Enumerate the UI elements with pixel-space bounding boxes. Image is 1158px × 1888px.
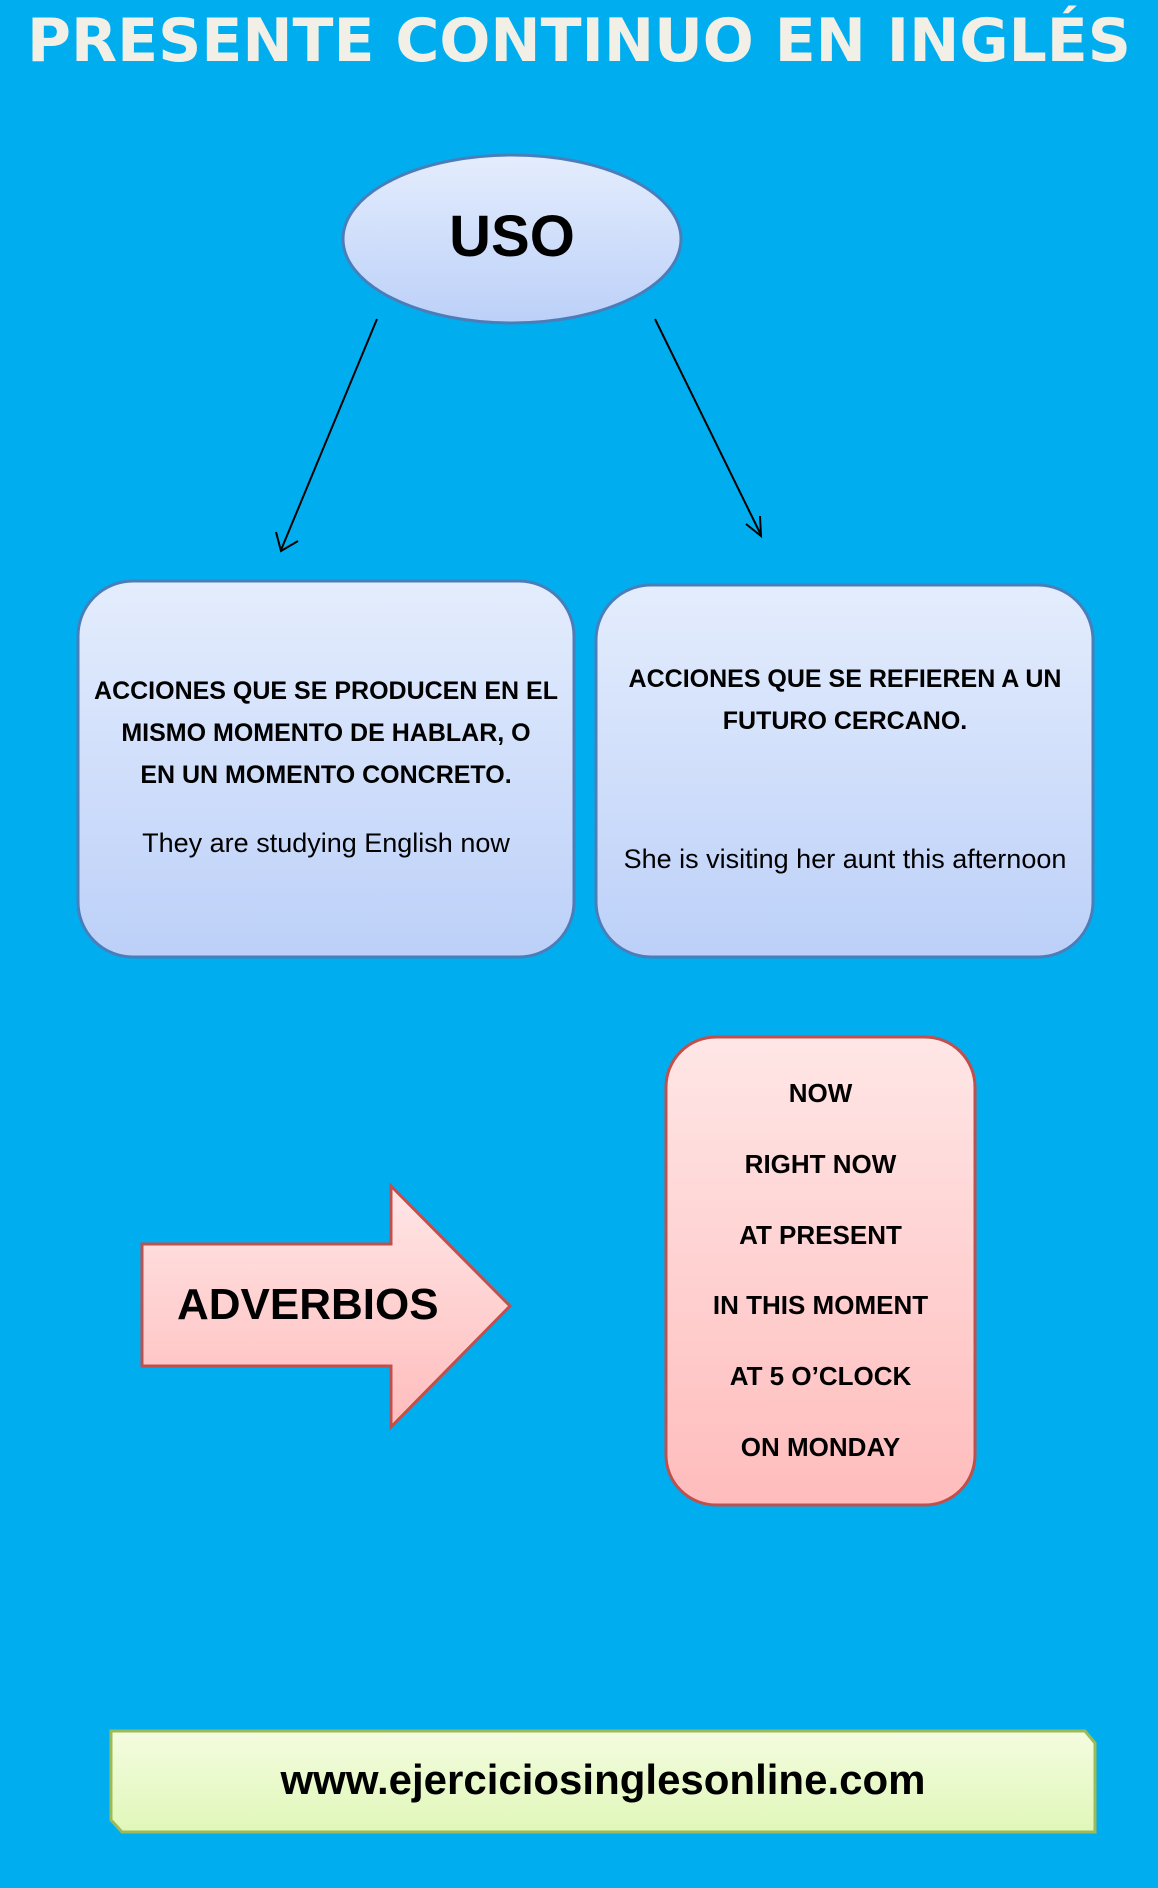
page-title: PRESENTE CONTINUO EN INGLÉS [26,6,1132,76]
arrow-left [275,318,378,553]
uso-label: USO [449,204,575,269]
uso-ellipse [341,153,683,325]
adverbios-arrow [140,1182,513,1431]
use-1-line: EN UN MOMENTO CONCRETO. [140,761,512,789]
use-2-line: FUTURO CERCANO. [722,707,968,735]
footer-website-link[interactable]: www.ejerciciosinglesonline.com [280,1756,926,1803]
use-box-1 [76,579,576,959]
adverbs-box [664,1035,977,1507]
use-1-line: MISMO MOMENTO DE HABLAR, O [121,719,531,747]
adverb-item: NOW [788,1078,853,1108]
adverb-item: RIGHT NOW [744,1149,897,1179]
adverb-item: AT PRESENT [739,1220,902,1250]
use-2-description: ACCIONES QUE SE REFIEREN A UN FUTURO CER… [606,658,1084,742]
adverbios-label: ADVERBIOS [177,1280,439,1329]
use-2-line: ACCIONES QUE SE REFIEREN A UN [628,665,1062,693]
use-box-2 [594,583,1095,959]
use-1-description: ACCIONES QUE SE PRODUCEN EN EL MISMO MOM… [90,670,562,796]
use-2-example: She is visiting her aunt this afternoon [623,844,1067,874]
footer-box [109,1729,1097,1834]
use-1-line: ACCIONES QUE SE PRODUCEN EN EL [94,677,558,705]
use-1-example: They are studying English now [142,828,510,858]
adverb-item: IN THIS MOMENT [712,1290,929,1320]
arrow-right [654,318,763,539]
adverb-item: AT 5 O’CLOCK [729,1361,912,1391]
adverb-item: ON MONDAY [740,1432,901,1462]
